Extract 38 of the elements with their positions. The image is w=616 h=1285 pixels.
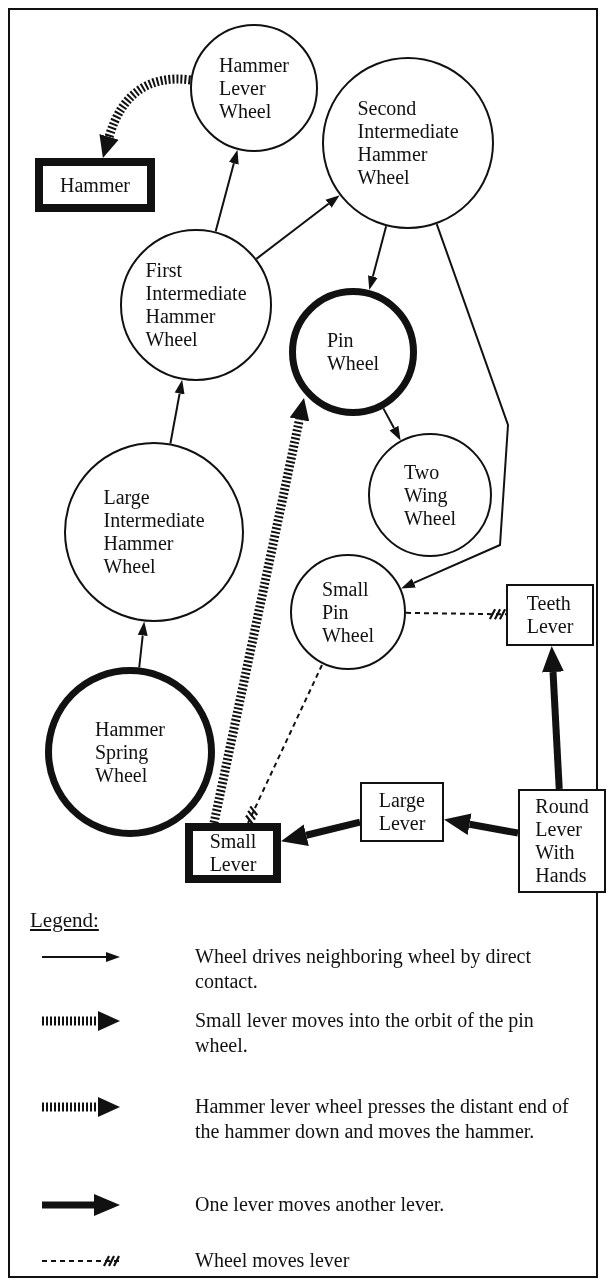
legend-text: Wheel drives neighboring wheel by direct contact. <box>195 944 532 994</box>
node-label: Hammer Lever Wheel <box>219 53 289 123</box>
arrow <box>169 379 185 445</box>
node-label: Small Lever <box>209 830 257 876</box>
lever-box <box>518 789 606 893</box>
arrow <box>444 813 519 837</box>
node-label: Small Pin Wheel <box>321 577 375 647</box>
node-label: Two Wing Wheel <box>403 460 457 530</box>
node-label: Large Lever <box>378 789 426 835</box>
node-label: Large Intermediate Hammer Wheel <box>103 486 205 578</box>
arrow <box>382 407 401 441</box>
legend-text: One lever moves another lever. <box>195 1192 446 1217</box>
node-label: Teeth Lever <box>526 592 574 638</box>
node-label: Second Intermediate Hammer Wheel <box>357 97 459 189</box>
node-label: Hammer Spring Wheel <box>95 717 165 787</box>
node-label: First Intermediate Hammer Wheel <box>145 259 247 351</box>
lever-box <box>185 823 281 883</box>
legend-text: Wheel moves lever <box>195 1248 351 1273</box>
legend-title: Legend: <box>30 908 99 933</box>
node-label: Round Lever With Hands <box>535 795 589 887</box>
legend-text: Small lever moves into the orbit of the pin wheel. <box>195 1008 535 1058</box>
lever-box <box>506 584 594 646</box>
arrow <box>214 149 239 233</box>
connector-line <box>244 664 323 826</box>
node-label: Hammer <box>60 173 130 197</box>
arrow <box>281 818 361 846</box>
arrow <box>401 223 509 589</box>
arrow <box>368 225 388 291</box>
arrow <box>255 195 340 260</box>
lever-box <box>35 158 155 212</box>
arrow <box>209 398 310 824</box>
arrow <box>542 646 564 790</box>
node-label: Pin Wheel <box>326 329 380 375</box>
legend-text: Hammer lever wheel presses the distant end of the hammer down and moves the hammer. <box>195 1094 570 1144</box>
arrow <box>99 74 191 158</box>
lever-box <box>360 782 444 842</box>
connector-line <box>405 608 507 621</box>
arrow <box>137 621 148 669</box>
